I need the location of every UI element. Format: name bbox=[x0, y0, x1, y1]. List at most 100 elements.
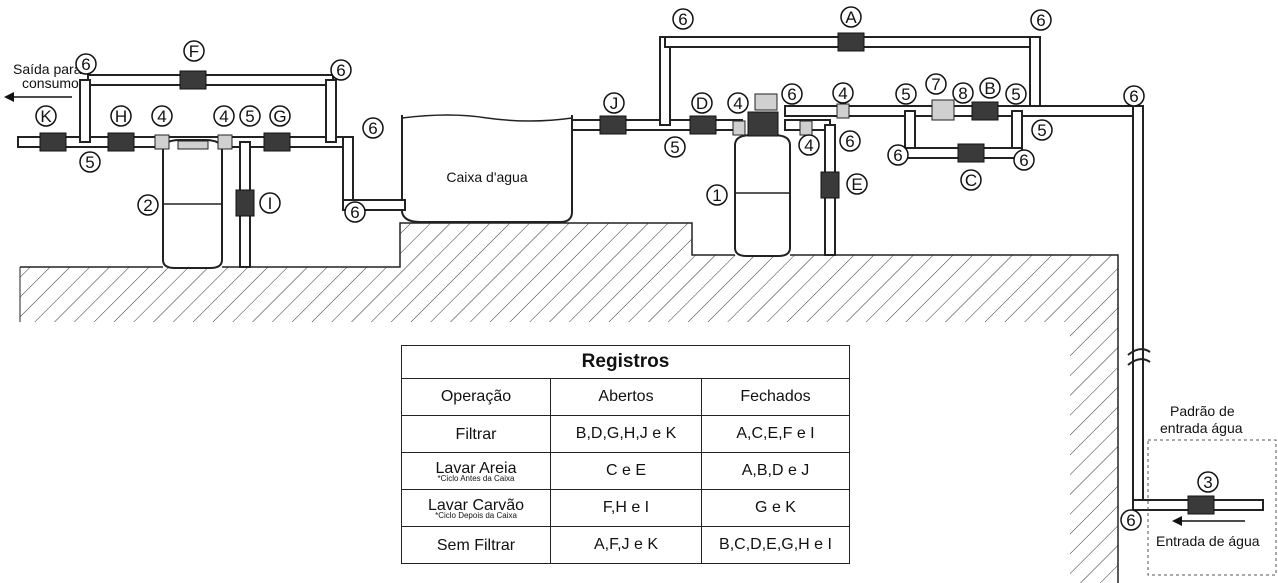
part-marker-5: 5 bbox=[1031, 119, 1053, 141]
part-marker-5: 5 bbox=[239, 105, 261, 127]
svg-text:H: H bbox=[115, 107, 127, 126]
row-open: C e E bbox=[550, 452, 702, 490]
part-marker-7: 7 bbox=[925, 73, 947, 95]
svg-text:6: 6 bbox=[1126, 511, 1135, 530]
svg-text:5: 5 bbox=[1011, 85, 1020, 104]
row-open: A,F,J e K bbox=[550, 526, 702, 564]
svg-text:G: G bbox=[273, 107, 286, 126]
svg-text:B: B bbox=[984, 79, 995, 98]
row-operation: Filtrar bbox=[401, 415, 551, 453]
svg-text:A: A bbox=[845, 8, 857, 27]
part-marker-6: 6 bbox=[75, 53, 97, 75]
water-tank: Caixa d'agua bbox=[401, 114, 573, 223]
row-operation: Lavar Carvão*Ciclo Depois da Caixa bbox=[401, 489, 551, 527]
part-marker-6: 6 bbox=[839, 130, 861, 152]
part-marker-5: 5 bbox=[79, 151, 101, 173]
valve-marker-K: K bbox=[35, 105, 57, 127]
svg-text:E: E bbox=[851, 175, 862, 194]
table-header-row: Operação Abertos Fechados bbox=[401, 378, 850, 416]
tank-label: Caixa d'agua bbox=[446, 169, 528, 185]
valve-marker-F: F bbox=[183, 40, 205, 62]
svg-text:F: F bbox=[189, 42, 199, 61]
table-row: Lavar Carvão*Ciclo Depois da Caixa F,H e… bbox=[401, 489, 850, 527]
table-title: Registros bbox=[401, 345, 850, 379]
part-marker-6: 6 bbox=[781, 83, 803, 105]
part-marker-6: 6 bbox=[672, 8, 694, 30]
valve-marker-A: A bbox=[840, 6, 862, 28]
part-marker-4: 4 bbox=[727, 92, 749, 114]
valves-table: Registros Operação Abertos Fechados Filt… bbox=[401, 345, 850, 564]
part-marker-6: 6 bbox=[1123, 85, 1145, 107]
part-marker-5: 5 bbox=[895, 83, 917, 105]
valve-marker-J: J bbox=[603, 92, 625, 114]
filter-tank-2 bbox=[162, 139, 223, 269]
svg-text:6: 6 bbox=[893, 146, 902, 165]
valve-blocks bbox=[39, 32, 1215, 515]
valve-marker-B: B bbox=[979, 77, 1001, 99]
row-closed: G e K bbox=[701, 489, 850, 527]
svg-text:K: K bbox=[40, 107, 52, 126]
svg-text:6: 6 bbox=[678, 10, 687, 29]
svg-text:2: 2 bbox=[143, 196, 152, 215]
part-marker-2: 2 bbox=[137, 194, 159, 216]
valve-marker-G: G bbox=[269, 105, 291, 127]
svg-text:4: 4 bbox=[838, 84, 847, 103]
part-marker-6: 6 bbox=[330, 59, 352, 81]
row-open: B,D,G,H,J e K bbox=[550, 415, 702, 453]
table-row: Sem Filtrar A,F,J e K B,C,D,E,G,H e I bbox=[401, 526, 850, 564]
svg-text:4: 4 bbox=[219, 107, 228, 126]
svg-text:5: 5 bbox=[245, 107, 254, 126]
valve-marker-C: C bbox=[960, 169, 982, 191]
svg-text:5: 5 bbox=[670, 138, 679, 157]
table-title-row: Registros bbox=[401, 345, 850, 379]
row-note: *Ciclo Depois da Caixa bbox=[435, 510, 517, 520]
svg-text:5: 5 bbox=[901, 85, 910, 104]
header-closed: Fechados bbox=[701, 378, 850, 416]
header-open: Abertos bbox=[550, 378, 702, 416]
svg-text:6: 6 bbox=[1019, 151, 1028, 170]
svg-text:6: 6 bbox=[350, 203, 359, 222]
part-marker-4: 4 bbox=[832, 82, 854, 104]
valve-markers: A B C D E F G H I J K bbox=[35, 6, 1001, 214]
part-marker-6: 6 bbox=[1013, 149, 1035, 171]
svg-text:8: 8 bbox=[958, 84, 967, 103]
outlet-label-line2: consumo bbox=[22, 75, 79, 91]
entry-standard-box bbox=[1147, 439, 1277, 576]
table-row: Filtrar B,D,G,H,J e K A,C,E,F e I bbox=[401, 415, 850, 453]
svg-text:6: 6 bbox=[1036, 11, 1045, 30]
outlet-label-line1: Saída para bbox=[13, 61, 82, 77]
svg-text:6: 6 bbox=[845, 132, 854, 151]
svg-text:1: 1 bbox=[712, 186, 721, 205]
row-closed: A,B,D e J bbox=[701, 452, 850, 490]
part-marker-3: 3 bbox=[1197, 471, 1219, 493]
svg-text:6: 6 bbox=[787, 85, 796, 104]
part-marker-4: 4 bbox=[798, 134, 820, 156]
row-closed: A,C,E,F e I bbox=[701, 415, 850, 453]
part-marker-4: 4 bbox=[151, 105, 173, 127]
row-operation: Sem Filtrar bbox=[401, 526, 551, 564]
valve-marker-D: D bbox=[691, 92, 713, 114]
svg-text:3: 3 bbox=[1203, 473, 1212, 492]
svg-text:J: J bbox=[610, 94, 619, 113]
part-marker-5: 5 bbox=[1005, 83, 1027, 105]
svg-text:I: I bbox=[268, 194, 273, 213]
svg-text:5: 5 bbox=[1037, 121, 1046, 140]
part-marker-5: 5 bbox=[664, 136, 686, 158]
svg-text:7: 7 bbox=[931, 75, 940, 94]
valve-marker-H: H bbox=[110, 105, 132, 127]
part-marker-6: 6 bbox=[1120, 509, 1142, 531]
svg-text:6: 6 bbox=[368, 119, 377, 138]
number-markers: 1 2 3 4 4 4 4 4 5 5 5 5 5 5 6 6 6 6 6 6 … bbox=[75, 8, 1219, 531]
entry-standard-line1: Padrão de bbox=[1170, 403, 1235, 419]
svg-text:4: 4 bbox=[804, 136, 813, 155]
svg-text:C: C bbox=[965, 171, 977, 190]
part-marker-6: 6 bbox=[362, 117, 384, 139]
part-marker-8: 8 bbox=[952, 82, 974, 104]
filter-tank-1 bbox=[734, 93, 791, 257]
table-row: Lavar Areia*Ciclo Antes da Caixa C e E A… bbox=[401, 452, 850, 490]
svg-text:4: 4 bbox=[157, 107, 166, 126]
valve-marker-E: E bbox=[846, 173, 868, 195]
row-operation: Lavar Areia*Ciclo Antes da Caixa bbox=[401, 452, 551, 490]
svg-text:6: 6 bbox=[336, 61, 345, 80]
outlet-arrow bbox=[4, 92, 72, 102]
